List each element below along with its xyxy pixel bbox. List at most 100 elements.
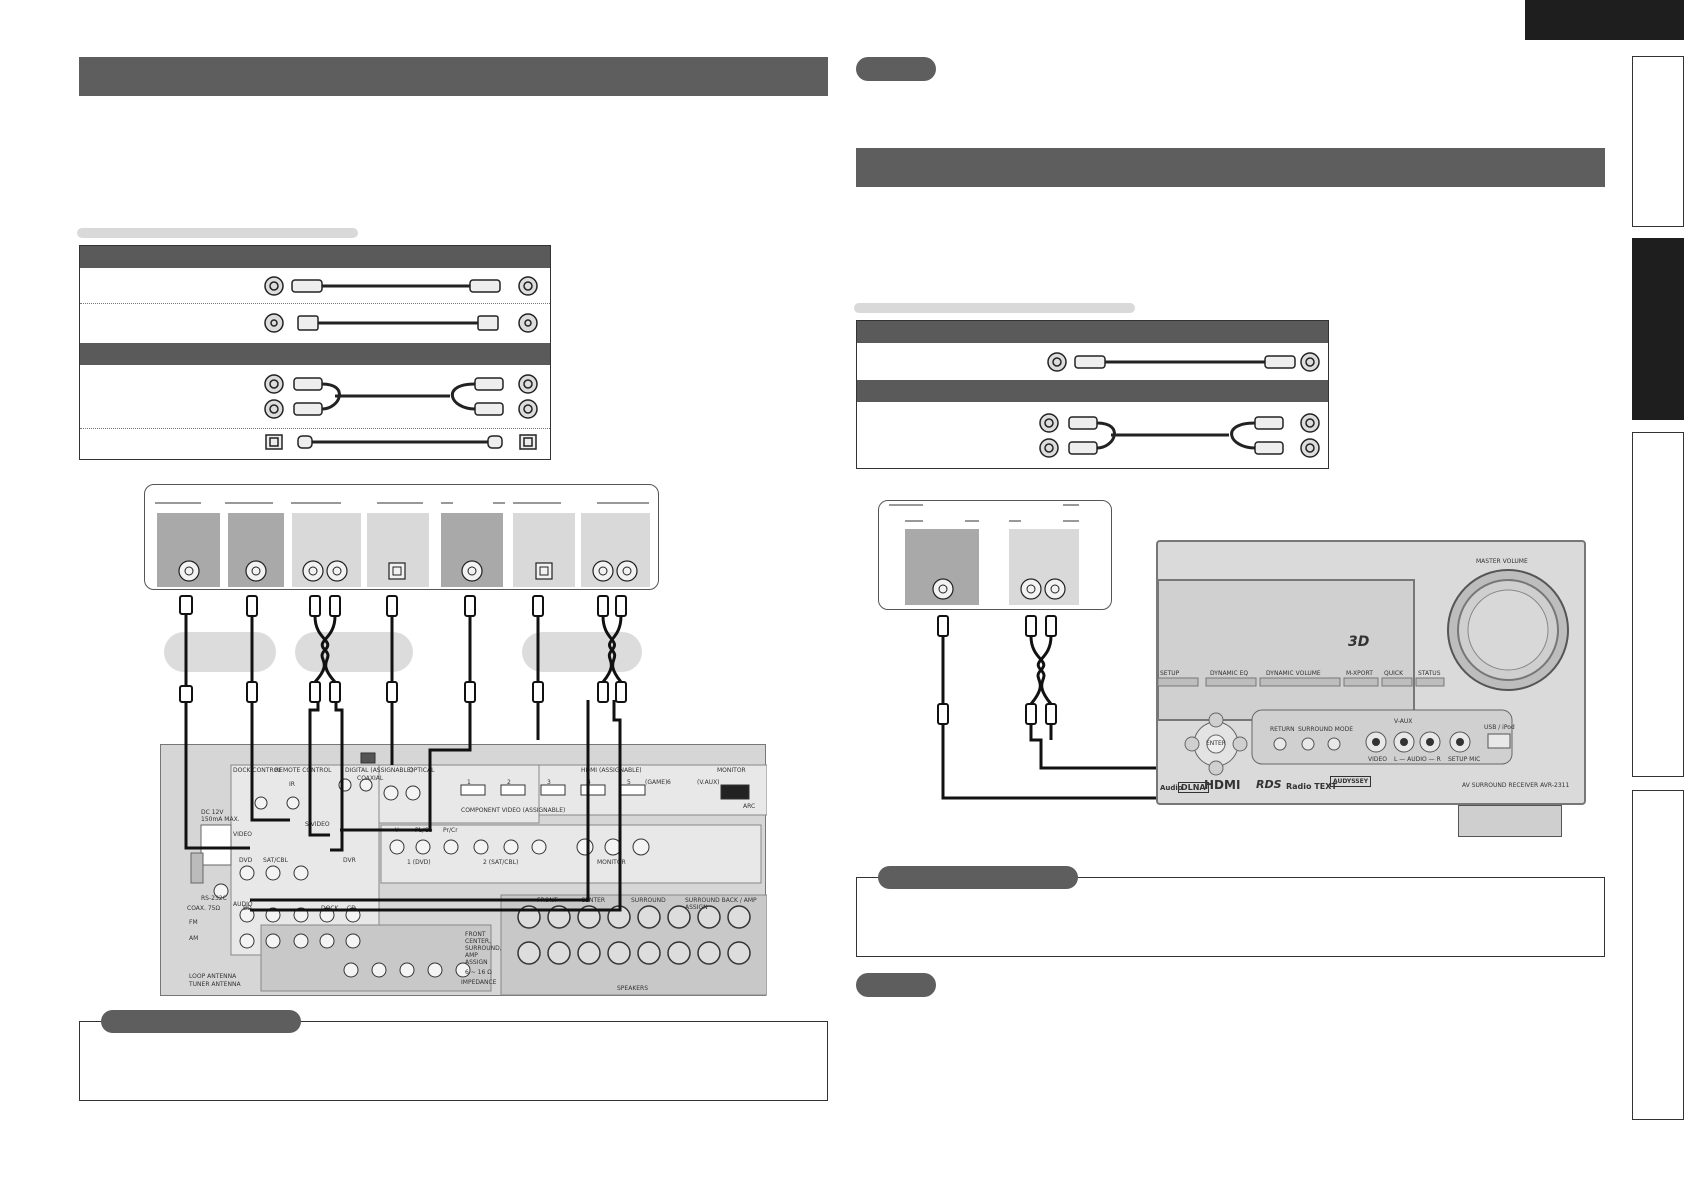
label-tuner-antenna: TUNER ANTENNA <box>189 981 241 988</box>
logo-dolby-audio: Audio <box>1160 784 1183 792</box>
hdmi-vaux: (V.AUX) <box>697 779 720 786</box>
right-note-pill-top <box>856 57 936 81</box>
rear-panel-drawing <box>190 752 767 996</box>
device-jacks <box>889 504 1079 605</box>
audio-cable-icon <box>264 374 538 419</box>
label-amp-assign-note: FRONT CENTER, SURROUND, AMP ASSIGN <box>465 931 502 966</box>
label-pr-cr: Pr/Cr <box>443 827 458 834</box>
receiver-foot <box>1458 805 1562 837</box>
audio-cable-header <box>80 343 550 365</box>
side-tab-4[interactable] <box>1632 790 1684 1120</box>
left-note-label <box>101 1010 301 1033</box>
left-cable-label-bar <box>77 228 358 238</box>
label-comp-in1: 1 (DVD) <box>407 859 431 866</box>
front-btn-1: SETUP <box>1160 670 1180 677</box>
label-s-video: S-VIDEO <box>305 821 330 828</box>
return-label: RETURN <box>1270 726 1295 733</box>
label-monitor-out: MONITOR <box>717 767 746 774</box>
front-btn-4: M-XPORT <box>1346 670 1373 677</box>
left-cable-routing <box>179 595 627 912</box>
label-monitor: MONITOR <box>597 859 626 866</box>
hdmi-port-5: 5 <box>627 779 631 786</box>
video-cable-icon <box>264 276 538 296</box>
video-cable-header <box>80 246 550 268</box>
cable-group-blob-1 <box>164 632 276 672</box>
label-ir: IR <box>289 781 295 788</box>
right-section-header <box>856 148 1605 187</box>
audio-cable-header <box>857 380 1328 402</box>
master-volume-label: MASTER VOLUME <box>1476 558 1528 565</box>
hdmi-port-6: 6 <box>667 779 671 786</box>
label-loop-antenna: LOOP ANTENNA <box>189 973 237 980</box>
hdmi-port-1: 1 <box>467 779 471 786</box>
optical-cable-icon <box>265 434 537 450</box>
receiver-rear-panel: DOCK CONTROL REMOTE CONTROL IR DIGITAL (… <box>160 744 767 996</box>
label-sat-cbl: SAT/CBL <box>263 857 288 864</box>
side-tab-1[interactable] <box>1632 56 1684 227</box>
cable-illustrations <box>1039 352 1320 458</box>
logo-hdmi: HDMI <box>1204 778 1241 792</box>
left-section-header <box>79 57 828 96</box>
label-comp-in2: 2 (SAT/CBL) <box>483 859 519 866</box>
label-rs232c: RS-232C <box>201 895 227 902</box>
logo-3d: 3D <box>1348 634 1370 650</box>
front-btn-2: DYNAMIC EQ <box>1210 670 1249 677</box>
left-cable-table <box>79 245 551 460</box>
receiver-front-panel: MASTER VOLUME 3D SETUP DYNAMIC EQ DYNAMI… <box>1156 540 1586 805</box>
audio-lr-label: L — AUDIO — R <box>1394 756 1441 763</box>
right-cable-label-bar <box>854 303 1135 313</box>
label-speakers: SPEAKERS <box>617 985 649 992</box>
label-remote-control: REMOTE CONTROL <box>275 767 332 774</box>
label-optical: OPTICAL <box>409 767 435 774</box>
logo-radio-text: Radio TEXT <box>1286 782 1337 791</box>
label-digital: DIGITAL (ASSIGNABLE) <box>345 767 414 774</box>
label-fm: FM <box>189 919 198 926</box>
surround-mode-label: SURROUND MODE <box>1298 726 1353 733</box>
side-tab-3[interactable] <box>1632 432 1684 777</box>
front-btn-3: DYNAMIC VOLUME <box>1266 670 1321 677</box>
label-am: AM <box>189 935 199 942</box>
left-note-box <box>79 1021 828 1101</box>
front-btn-5: QUICK <box>1384 670 1404 677</box>
right-note-pill-bottom <box>856 973 936 997</box>
model-label: AV SURROUND RECEIVER AVR-2311 <box>1462 782 1570 789</box>
source-device-card-right <box>878 500 1112 610</box>
usb-ipod-label: USB / iPod <box>1484 724 1515 731</box>
label-hdmi: HDMI (ASSIGNABLE) <box>581 767 642 774</box>
label-dvd: DVD <box>239 857 253 864</box>
video-cable-header <box>857 321 1328 343</box>
label-center: CENTER <box>581 897 606 904</box>
right-note-box <box>856 877 1605 957</box>
label-dc-control: DOCK CONTROL <box>233 767 282 774</box>
right-note-label <box>878 866 1078 889</box>
corner-tab <box>1525 0 1684 40</box>
label-video: VIDEO <box>233 831 253 838</box>
cable-illustrations <box>264 276 538 450</box>
label-ohms: 6 ~ 16 Ω <box>465 969 492 976</box>
label-audio: AUDIO <box>233 901 253 908</box>
row-divider <box>80 303 550 304</box>
label-arc: ARC <box>743 803 756 810</box>
side-tab-2-active[interactable] <box>1632 238 1684 420</box>
enter-label: ENTER <box>1206 740 1226 747</box>
audio-cable-icon <box>1039 413 1320 458</box>
front-btn-6: STATUS <box>1418 670 1441 677</box>
hdmi-game: (GAME) <box>645 779 668 786</box>
device-jacks <box>155 502 650 587</box>
label-coax-75: COAX. 75Ω <box>187 905 221 912</box>
video-cable-icon <box>1047 352 1320 372</box>
logo-rds: RDS <box>1256 778 1282 791</box>
label-component: COMPONENT VIDEO (ASSIGNABLE) <box>461 807 566 814</box>
label-surround-back: SURROUND BACK / AMP ASSIGN <box>685 897 757 911</box>
v-aux-label: V-AUX <box>1394 718 1413 725</box>
setup-mic-label: SETUP MIC <box>1448 756 1481 763</box>
label-surround: SURROUND <box>631 897 666 904</box>
hdmi-port-2: 2 <box>507 779 511 786</box>
logo-dlna: DLNA <box>1178 782 1209 793</box>
row-divider <box>80 428 550 429</box>
right-cable-table <box>856 320 1329 469</box>
source-device-card <box>144 484 659 590</box>
s-video-cable-icon <box>264 313 538 333</box>
front-panel-drawing <box>1158 569 1569 776</box>
hdmi-port-3: 3 <box>547 779 551 786</box>
